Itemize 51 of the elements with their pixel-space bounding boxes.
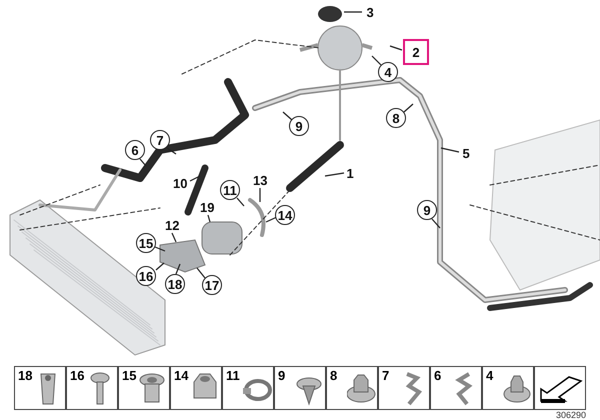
leader-line <box>259 188 261 202</box>
leader-line <box>140 158 146 166</box>
callout-number: 13 <box>252 172 268 188</box>
part-number: 9 <box>278 368 286 383</box>
leader-line <box>196 268 206 278</box>
callout-number: 14 <box>275 205 295 225</box>
callout-number: 9 <box>289 116 309 136</box>
leader-line <box>171 232 177 242</box>
callout-number: 7 <box>150 130 170 150</box>
callout-number: 10 <box>172 175 188 191</box>
leader-line <box>282 112 292 120</box>
leader-line <box>236 198 244 206</box>
callout-number: 4 <box>378 62 398 82</box>
callout-number: 12 <box>164 217 180 233</box>
callout-number: 19 <box>199 199 216 215</box>
leader-line <box>344 11 362 13</box>
part-number: 7 <box>382 368 390 383</box>
part-number: 18 <box>18 368 32 383</box>
leader-line <box>207 214 211 222</box>
callout-number: 9 <box>417 200 437 220</box>
leader-line <box>166 148 176 154</box>
diagram-number: 306290 <box>556 411 586 420</box>
part-number: 8 <box>330 368 338 383</box>
callout-number: 5 <box>462 145 471 161</box>
leader-line <box>372 56 382 66</box>
callout-number: 3 <box>366 4 375 20</box>
callout-number: 8 <box>386 108 406 128</box>
leader-line <box>440 147 460 153</box>
callout-number: 1 <box>346 165 355 181</box>
leader-line <box>266 216 278 223</box>
part-number: 4 <box>486 368 494 383</box>
leader-line <box>390 45 402 51</box>
part-number: 6 <box>434 368 442 383</box>
leader-line <box>190 175 200 182</box>
callout-number: 16 <box>136 266 156 286</box>
leader-line <box>432 218 440 228</box>
leader-line <box>404 104 414 112</box>
part-number: 14 <box>174 368 188 383</box>
callout-number: 6 <box>125 140 145 160</box>
callout-number: 17 <box>202 275 222 295</box>
callout-number: 11 <box>220 180 240 200</box>
leader-line <box>324 172 344 177</box>
part-number: 15 <box>122 368 136 383</box>
leader-line <box>175 264 181 274</box>
callout-number: 2 <box>403 39 429 65</box>
leader-line <box>154 246 166 252</box>
leader-line <box>156 262 164 270</box>
callout-number: 18 <box>165 274 185 294</box>
callout-number: 15 <box>136 233 156 253</box>
part-number: 11 <box>226 368 240 383</box>
part-number: 16 <box>70 368 84 383</box>
